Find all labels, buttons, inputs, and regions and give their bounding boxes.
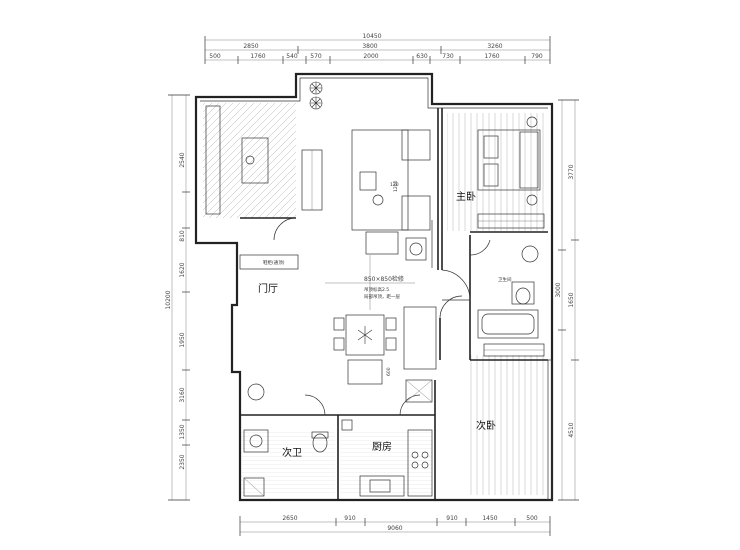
dim-left-1: 2540 (179, 152, 186, 167)
dim-bottom-3: 910 (446, 515, 458, 522)
shoe-cabinet-label: 鞋柜(通顶) (263, 259, 285, 266)
right-dimension-lines: 3770 1650 4510 3000 (555, 99, 579, 501)
dim-top-detail-3: 540 (286, 53, 298, 60)
dim-left-total: 10200 (165, 290, 172, 309)
kitchen-fixtures (341, 419, 433, 497)
dim-right-inner: 3000 (555, 282, 562, 297)
dim-left-3: 1620 (179, 262, 186, 277)
dim-bottom-4: 1450 (482, 515, 497, 522)
bathroom-label: 卫生间 (498, 276, 512, 283)
top-dimension-lines: 10450 2850 3800 3260 500 1760 540 570 20… (204, 33, 551, 64)
floor-finishes (203, 103, 548, 495)
dim-bottom-5: 500 (526, 515, 538, 522)
dim-left-7: 2350 (179, 454, 186, 469)
dim-bottom-1: 2650 (282, 515, 297, 522)
plant-icons (309, 81, 323, 110)
dim-top-detail-6: 630 (416, 53, 428, 60)
dim-top-detail-9: 790 (531, 53, 543, 60)
left-dimension-lines: 10200 2540 810 1620 1950 3160 1350 2350 (165, 94, 190, 501)
dim-top-detail-5: 2000 (363, 53, 378, 60)
island-width: 120 (390, 182, 399, 188)
dim-left-6: 1350 (179, 424, 186, 439)
ceiling-note-1: 吊顶标高2.5 (364, 286, 389, 293)
island-height: 1200 (393, 180, 399, 192)
dim-top-mid-1: 2850 (243, 43, 258, 50)
dim-top-detail-4: 570 (310, 53, 322, 60)
exterior-wall (194, 72, 554, 502)
dim-left-2: 810 (179, 230, 186, 242)
dim-top-detail-2: 1760 (250, 53, 265, 60)
dim-top-detail-1: 500 (209, 53, 221, 60)
study-furniture (205, 105, 323, 215)
label-second-bedroom: 次卧 (476, 419, 496, 432)
label-master-bedroom: 主卧 (456, 190, 476, 203)
ceiling-label: 850×850检修 (364, 275, 404, 283)
master-bed (477, 116, 545, 229)
second-bath-fixtures (243, 383, 329, 497)
dim-left-4: 1950 (179, 332, 186, 347)
dining-table: 600 (333, 306, 437, 403)
dim-top-mid-2: 3800 (362, 43, 377, 50)
label-kitchen: 厨房 (372, 440, 392, 453)
dim-right-3: 4510 (568, 422, 575, 437)
dim-right-1: 3770 (568, 164, 575, 179)
bottom-dimension-lines: 2650 910 910 1450 500 9060 (239, 515, 551, 536)
shoe-cabinet: 鞋柜(通顶) (239, 254, 299, 270)
dim-right-2: 1650 (568, 292, 575, 307)
dim-bottom-total: 9060 (387, 525, 402, 532)
dim-top-detail-8: 1760 (484, 53, 499, 60)
dim-top-mid-3: 3260 (487, 43, 502, 50)
second-bedroom-window (547, 359, 553, 501)
ceiling-marker (325, 255, 415, 310)
dim-bottom-2: 910 (344, 515, 356, 522)
label-second-bathroom: 次卫 (282, 446, 302, 459)
dim-top-detail-7: 730 (442, 53, 454, 60)
label-foyer: 门厅 (258, 282, 278, 295)
ceiling-note-2: 局部吊顶，距一层 (364, 293, 400, 300)
living-island: 120 1200 (351, 129, 433, 268)
bathroom-fixtures (477, 245, 545, 357)
height-mark: 600 (386, 367, 392, 376)
dim-top-total: 10450 (362, 33, 381, 40)
interior-walls (240, 108, 548, 500)
dim-left-5: 3160 (179, 387, 186, 402)
door-swings (273, 217, 491, 416)
